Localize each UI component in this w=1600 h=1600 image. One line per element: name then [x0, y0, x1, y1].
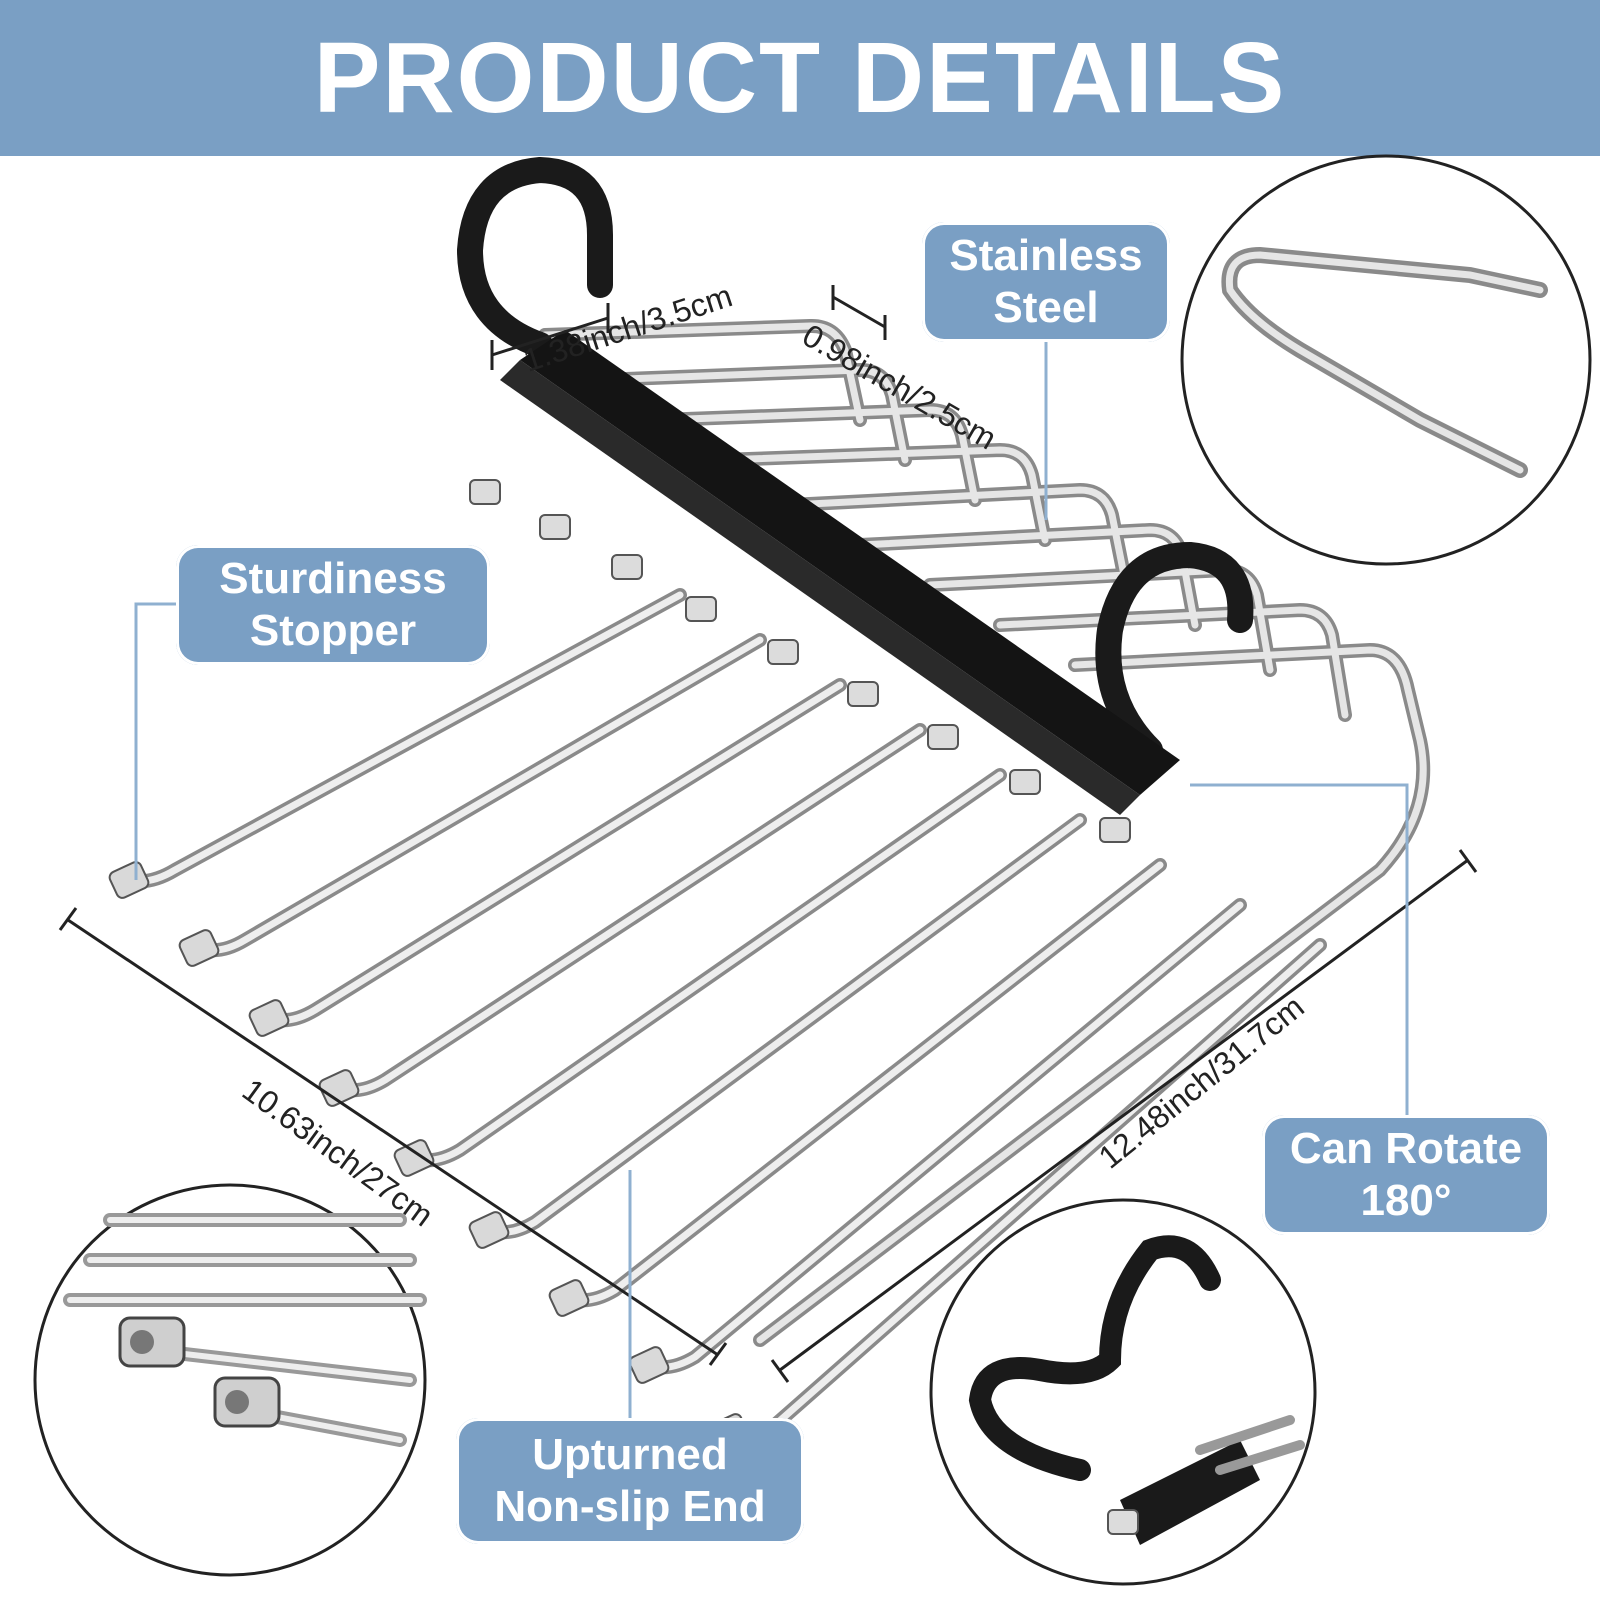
detail-circle-rotating-hook: [929, 1198, 1317, 1586]
label-rotate-line1: Can Rotate: [1289, 1124, 1523, 1173]
label-upturned-line1: Upturned: [532, 1430, 728, 1479]
label-can-rotate: Can Rotate 180°: [1262, 1115, 1550, 1235]
detail-circle-steel-bend: [1180, 154, 1592, 566]
detail-circle-stoppers: [33, 1183, 427, 1577]
label-sturdiness-line2: Stopper: [249, 606, 417, 655]
dimension-lines: [58, 285, 1478, 1383]
page-title: PRODUCT DETAILS: [313, 21, 1287, 134]
label-stainless-line2: Steel: [993, 283, 1099, 332]
header-banner: PRODUCT DETAILS: [0, 0, 1600, 156]
label-sturdiness-stopper: Sturdiness Stopper: [176, 545, 490, 665]
label-rotate-line2: 180°: [1360, 1176, 1452, 1225]
rod-end-stopper-icon: [108, 861, 750, 1451]
label-stainless-steel: Stainless Steel: [922, 222, 1170, 342]
callout-lines: [134, 342, 1409, 1418]
label-sturdiness-line1: Sturdiness: [219, 554, 447, 603]
label-stainless-line1: Stainless: [949, 231, 1143, 280]
hanger-hook-icon: [456, 156, 1254, 815]
bar-stoppers: [469, 479, 1131, 843]
label-upturned-end: Upturned Non-slip End: [456, 1418, 804, 1544]
label-upturned-line2: Non-slip End: [494, 1482, 766, 1531]
